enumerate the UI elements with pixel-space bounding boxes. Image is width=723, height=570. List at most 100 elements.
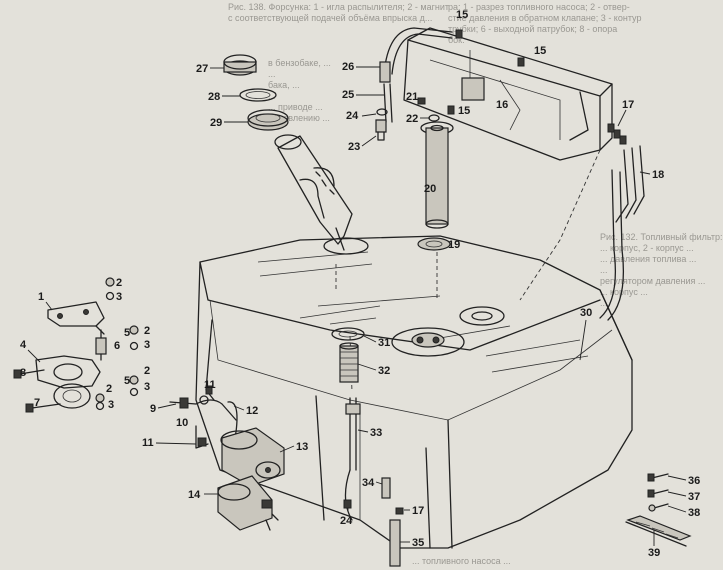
lower-pipes xyxy=(343,477,404,567)
bleed-line: ... корпус, 2 - корпус ... xyxy=(600,243,694,253)
bleed-line: ... xyxy=(600,265,608,275)
callout-28: 28 xyxy=(208,91,220,103)
callout-8: 8 xyxy=(20,367,26,379)
callout-24a: 24 xyxy=(346,110,359,122)
bleed-line: ... xyxy=(268,91,276,101)
callout-17b: 17 xyxy=(412,505,424,517)
callout-13: 13 xyxy=(296,441,308,453)
bleed-line: Рис. 138. Форсунка: 1 - игла распылителя… xyxy=(228,2,449,12)
bleed-line: ... xyxy=(268,69,276,79)
callout-21: 21 xyxy=(406,91,418,103)
callout-4: 4 xyxy=(20,339,27,351)
fuel-tank xyxy=(195,169,633,549)
bleed-line: ... давления топлива ... xyxy=(600,254,697,264)
bleed-line: бок. xyxy=(448,35,465,45)
callout-33: 33 xyxy=(370,427,382,439)
bolts xyxy=(13,369,61,413)
assembly-guide-lines xyxy=(335,149,601,393)
vent-hose xyxy=(379,27,453,123)
callout-2d: 2 xyxy=(106,383,112,395)
callout-29: 29 xyxy=(210,117,222,129)
fuel-filter xyxy=(220,427,285,487)
filler-cap xyxy=(223,54,257,76)
callout-26: 26 xyxy=(342,61,354,73)
bleed-text-right-body: Рис. 132. Топливный фильтр: ... корпус, … xyxy=(600,232,723,309)
callout-labels: 1 2 3 4 5 2 6 3 7 8 5 2 3 2 3 9 10 11 11… xyxy=(20,9,700,559)
callout-7: 7 xyxy=(34,397,40,409)
callout-38: 38 xyxy=(688,507,700,519)
callout-20: 20 xyxy=(424,183,436,195)
bleed-line: в бензобаке, ... xyxy=(268,58,331,68)
callout-16: 16 xyxy=(496,99,508,111)
bleed-line: стие давления в обратном клапане; 3 - ко… xyxy=(448,13,642,23)
bleed-line: ... давлению ... xyxy=(268,113,330,123)
callout-5b: 5 xyxy=(124,375,130,387)
fuel-pump-assembly xyxy=(331,327,365,521)
callout-1: 1 xyxy=(38,291,44,303)
callout-27: 27 xyxy=(196,63,208,75)
bleed-line: ... приводе ... xyxy=(268,102,323,112)
callout-3c: 3 xyxy=(144,381,150,393)
callout-10: 10 xyxy=(176,417,188,429)
callout-11b: 11 xyxy=(142,437,154,449)
callout-24b: 24 xyxy=(340,515,353,527)
callout-3: 3 xyxy=(116,291,122,303)
bleed-line: ... топливного насоса ... xyxy=(412,556,511,566)
bleed-line: трубки; 6 - выходной патрубок; 8 - опора xyxy=(448,24,618,34)
pipe-clips xyxy=(607,123,645,223)
callout-35: 35 xyxy=(412,537,424,549)
callout-9: 9 xyxy=(150,403,156,415)
callout-34: 34 xyxy=(362,477,375,489)
canister-clips xyxy=(447,29,525,115)
bleed-line: бака, ... xyxy=(268,80,300,90)
callout-12: 12 xyxy=(246,405,258,417)
callout-2c: 2 xyxy=(144,365,150,377)
pump-bracket xyxy=(47,301,105,335)
callout-25: 25 xyxy=(342,89,354,101)
bottom-fasteners xyxy=(647,473,669,512)
neck-flange xyxy=(247,109,289,131)
callout-39: 39 xyxy=(648,547,660,559)
bleed-line: ... xyxy=(600,298,608,308)
bleed-line: с соответствующей подачей объёма впрыска… xyxy=(228,13,433,23)
callout-30: 30 xyxy=(580,307,592,319)
clamp-bracket xyxy=(35,355,101,409)
callout-36: 36 xyxy=(688,475,700,487)
callout-3d: 3 xyxy=(108,399,114,411)
filler-neck xyxy=(274,134,353,251)
callout-37: 37 xyxy=(688,491,700,503)
callout-23: 23 xyxy=(348,141,360,153)
callout-15c: 15 xyxy=(458,105,470,117)
callout-32: 32 xyxy=(378,365,390,377)
callout-14: 14 xyxy=(188,489,201,501)
level-sensor-tube xyxy=(417,121,454,251)
callout-5: 5 xyxy=(124,327,130,339)
callout-6: 6 xyxy=(114,340,120,352)
callout-19: 19 xyxy=(448,239,460,251)
callout-3b: 3 xyxy=(144,339,150,351)
bleed-text-left-body: в бензобаке, ... ... бака, ... ... ... п… xyxy=(268,58,378,124)
bleed-text-top-left: Рис. 138. Форсунка: 1 - игла распылителя… xyxy=(228,2,449,24)
callout-2: 2 xyxy=(116,277,122,289)
electric-fuel-pump xyxy=(217,475,279,531)
callout-15a: 15 xyxy=(456,9,468,21)
callout-18: 18 xyxy=(652,169,664,181)
bleed-line: регулятором давления ... xyxy=(600,276,706,286)
mounting-strip xyxy=(625,515,692,547)
nuts-and-washers xyxy=(95,277,139,411)
bleed-line: Рис. 132. Топливный фильтр: xyxy=(600,232,723,242)
callout-22: 22 xyxy=(406,113,418,125)
callout-15b: 15 xyxy=(534,45,546,57)
bleed-line: ра: 1 - разрез топливного насоса; 2 - от… xyxy=(448,2,630,12)
rubber-mount xyxy=(95,329,107,361)
sealing-ring xyxy=(239,88,277,102)
callout-31: 31 xyxy=(378,337,390,349)
callout-11: 11 xyxy=(204,379,216,391)
bleed-text-top-right: ра: 1 - разрез топливного насоса; 2 - от… xyxy=(448,2,668,46)
callout-2b: 2 xyxy=(144,325,150,337)
bleed-text-bottom: ... топливного насоса ... xyxy=(412,556,612,567)
bleed-line: ... корпус ... xyxy=(600,287,648,297)
callout-17: 17 xyxy=(622,99,634,111)
